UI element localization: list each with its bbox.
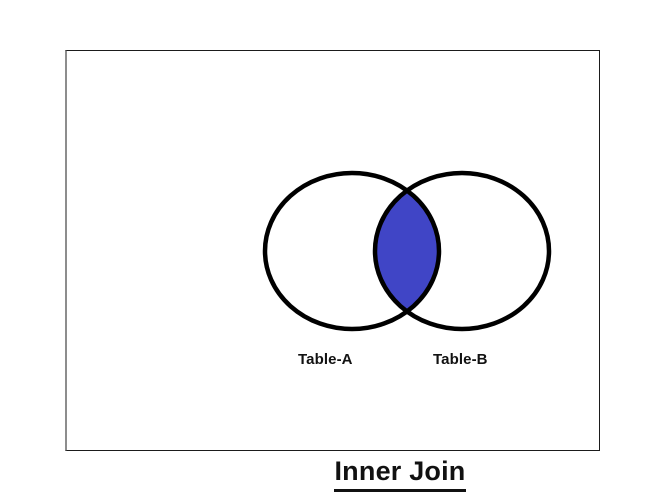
join-type-title-text: Inner Join [334, 455, 466, 492]
venn-diagram-svg [262, 170, 552, 332]
join-type-title: Inner Join [67, 455, 666, 492]
venn-label-table-b: Table-B [433, 351, 488, 368]
venn-label-table-a: Table-A [298, 351, 353, 368]
content-frame: Table-A Table-B Inner Join [65, 50, 600, 492]
venn-intersection-region [375, 173, 439, 329]
venn-set-right-outline [372, 170, 552, 332]
venn-set-left-outline [262, 170, 442, 332]
venn-diagram [257, 163, 557, 339]
